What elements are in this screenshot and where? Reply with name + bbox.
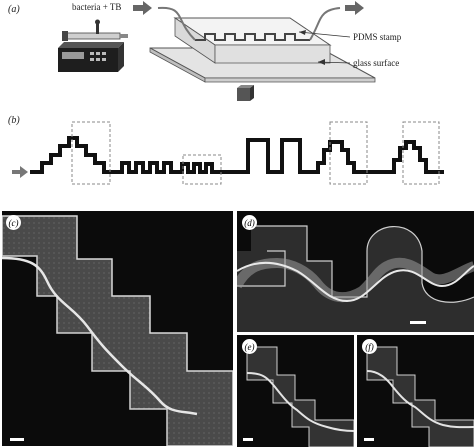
panel-c-label: (c) bbox=[6, 215, 21, 230]
objective-block bbox=[237, 88, 250, 101]
surface-label: glass surface bbox=[353, 58, 400, 68]
scale-bar-f bbox=[364, 438, 374, 441]
panel-b-channel-diagram bbox=[12, 121, 444, 185]
inlet-arrow bbox=[133, 1, 152, 15]
panel-e-label: (e) bbox=[242, 339, 257, 354]
inlet-label: bacteria + TB bbox=[72, 2, 122, 12]
scale-bar-e bbox=[243, 438, 253, 441]
biofilm-streamer bbox=[366, 370, 474, 429]
panel-b-label: (b) bbox=[8, 115, 20, 126]
serpentine-channel bbox=[195, 33, 310, 41]
panel-a-diagram bbox=[58, 1, 376, 101]
selection-box-d bbox=[182, 154, 222, 185]
panel-e-image bbox=[237, 335, 354, 447]
scale-bar-d bbox=[410, 321, 426, 324]
selection-box-f bbox=[402, 121, 440, 185]
stamp-label: PDMS stamp bbox=[353, 32, 402, 42]
channel-path bbox=[30, 136, 444, 174]
panel-f-image bbox=[357, 335, 474, 447]
scale-bar-c bbox=[10, 438, 24, 441]
panel-d-label: (d) bbox=[242, 215, 257, 230]
panel-c-image bbox=[2, 211, 233, 446]
biofilm-streamer bbox=[237, 261, 474, 303]
syringe-pump-icon bbox=[58, 19, 128, 72]
selection-box-e bbox=[329, 121, 368, 185]
panel-a-label: (a) bbox=[8, 4, 20, 15]
biofilm-streamer bbox=[246, 372, 354, 432]
outlet-arrow bbox=[345, 1, 364, 15]
panel-f-label: (f) bbox=[362, 339, 377, 354]
panel-d-image bbox=[237, 211, 474, 332]
flow-arrow bbox=[12, 166, 28, 178]
biofilm-streamer bbox=[2, 256, 198, 416]
